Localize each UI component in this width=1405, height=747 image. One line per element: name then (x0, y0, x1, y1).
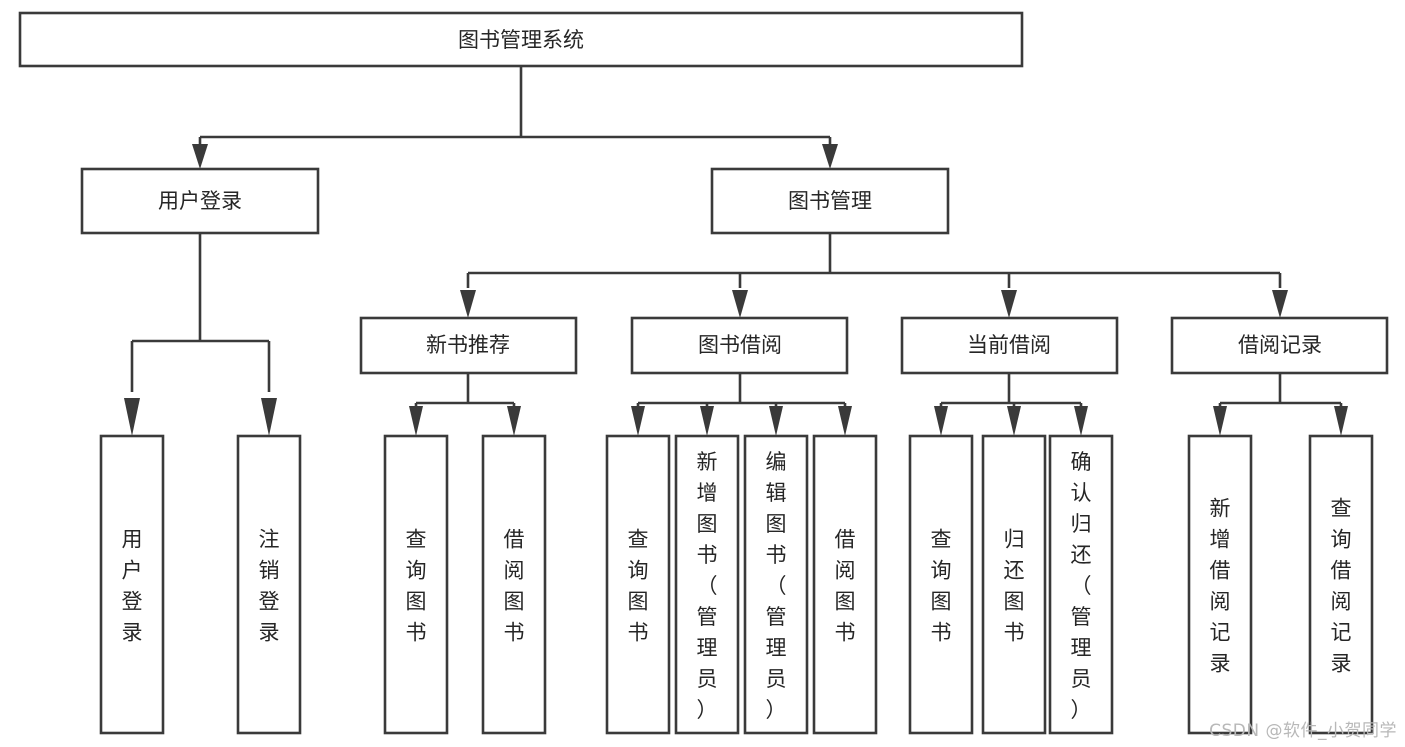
node-book-management-label: 图书管理 (788, 189, 872, 213)
node-leaf-return-book-label: 归还图书 (1004, 528, 1025, 645)
node-leaf-logout-label: 注销登录 (259, 528, 280, 645)
node-leaf-return-book-box (981, 434, 1047, 735)
node-new-book-recommend-box (359, 316, 578, 375)
node-book-borrow-label: 图书借阅 (698, 333, 782, 357)
arrow-head-leaf-add-book (700, 406, 714, 436)
node-new-book-recommend-label: 新书推荐 (426, 333, 510, 357)
node-leaf-add-record-box (1187, 434, 1253, 735)
node-leaf-borrow-book-1-label: 借阅图书 (504, 528, 525, 645)
node-leaf-borrow-book-1-box (481, 434, 547, 735)
arrow-head-leaf-borrow-book-1 (507, 406, 521, 436)
node-leaf-query-book-1-label: 查询图书 (406, 528, 427, 645)
arrow-head-leaf-borrow-book-2 (838, 406, 852, 436)
node-leaf-logout-box (236, 434, 302, 735)
node-current-borrow-box (900, 316, 1119, 375)
node-leaf-edit-book-box (743, 434, 809, 735)
node-user-login-label: 用户登录 (158, 189, 242, 213)
arrow-head-leaf-query-book-1 (409, 406, 423, 436)
arrow-head-leaf-add-record (1213, 406, 1227, 436)
node-leaf-query-book-2-label: 查询图书 (628, 528, 649, 645)
node-leaf-confirm-return[interactable]: 确认归还（管理员） (1048, 434, 1114, 735)
csdn-watermark: CSDN @软件_小贺同学 (1209, 721, 1397, 741)
arrow-head-leaf-query-record (1334, 406, 1348, 436)
node-root-box (18, 11, 1024, 68)
node-leaf-query-record-box (1308, 434, 1374, 735)
node-current-borrow[interactable]: 当前借阅 (900, 316, 1119, 375)
node-root-label: 图书管理系统 (458, 28, 584, 52)
node-leaf-query-book-1-box (383, 434, 449, 735)
arrow-head-leaf-edit-book (769, 406, 783, 436)
arrow-head-leaf-query-book-2 (631, 406, 645, 436)
node-leaf-query-record-label: 查询借阅记录 (1331, 497, 1352, 676)
node-leaf-borrow-book-2-label: 借阅图书 (835, 528, 856, 645)
node-leaf-user-login-label: 用户登录 (122, 528, 143, 645)
node-book-management-box (710, 167, 950, 235)
node-current-borrow-label: 当前借阅 (967, 333, 1051, 357)
node-leaf-query-book-1[interactable]: 查询图书 (383, 434, 449, 735)
arrow-head-book-manage (822, 144, 838, 169)
node-leaf-add-book-label: 新增图书（管理员） (697, 450, 718, 722)
node-user-login-box (80, 167, 320, 235)
node-leaf-return-book[interactable]: 归还图书 (981, 434, 1047, 735)
arrow-head-leaf-confirm-return (1074, 406, 1088, 436)
node-book-management[interactable]: 图书管理 (710, 167, 950, 235)
node-borrow-record[interactable]: 借阅记录 (1170, 316, 1389, 375)
node-leaf-add-record-label: 新增借阅记录 (1210, 497, 1231, 676)
node-leaf-query-book-2-box (605, 434, 671, 735)
node-leaf-borrow-book-2[interactable]: 借阅图书 (812, 434, 878, 735)
node-borrow-record-label: 借阅记录 (1238, 333, 1322, 357)
node-leaf-user-login-box (99, 434, 165, 735)
node-leaf-query-book-3-label: 查询图书 (931, 528, 952, 645)
node-leaf-borrow-book-2-box (812, 434, 878, 735)
node-new-book-recommend[interactable]: 新书推荐 (359, 316, 578, 375)
arrow-head-user-login (192, 144, 208, 169)
arrow-head-book-borrow (732, 290, 748, 318)
node-book-borrow[interactable]: 图书借阅 (630, 316, 849, 375)
node-leaf-query-book-2[interactable]: 查询图书 (605, 434, 671, 735)
node-book-borrow-box (630, 316, 849, 375)
arrow-head-leaf-return-book (1007, 406, 1021, 436)
node-leaf-confirm-return-label: 确认归还（管理员） (1071, 450, 1092, 722)
node-borrow-record-box (1170, 316, 1389, 375)
node-leaf-user-login[interactable]: 用户登录 (99, 434, 165, 735)
node-leaf-borrow-book-1[interactable]: 借阅图书 (481, 434, 547, 735)
arrow-head-new-book (460, 290, 476, 318)
leaf-node-group: 用户登录 注销登录 查询图书 借阅图书 查询图书 新增图书（管理员） (99, 434, 1374, 735)
arrow-head-current-borrow (1001, 290, 1017, 318)
node-leaf-query-book-3[interactable]: 查询图书 (908, 434, 974, 735)
node-leaf-add-book-box (674, 434, 740, 735)
node-leaf-edit-book-label: 编辑图书（管理员） (766, 450, 787, 722)
arrow-head-leaf-user-login (124, 398, 140, 436)
node-leaf-query-record[interactable]: 查询借阅记录 (1308, 434, 1374, 735)
arrow-head-borrow-record (1272, 290, 1288, 318)
node-root-book-management-system[interactable]: 图书管理系统 (18, 11, 1024, 68)
node-leaf-edit-book[interactable]: 编辑图书（管理员） (743, 434, 809, 735)
node-leaf-confirm-return-box (1048, 434, 1114, 735)
node-leaf-logout[interactable]: 注销登录 (236, 434, 302, 735)
node-leaf-query-book-3-box (908, 434, 974, 735)
node-leaf-add-book[interactable]: 新增图书（管理员） (674, 434, 740, 735)
node-user-login[interactable]: 用户登录 (80, 167, 320, 235)
arrow-head-leaf-logout (261, 398, 277, 436)
arrow-head-leaf-query-book-3 (934, 406, 948, 436)
node-leaf-add-record[interactable]: 新增借阅记录 (1187, 434, 1253, 735)
connector-group (124, 66, 1348, 436)
